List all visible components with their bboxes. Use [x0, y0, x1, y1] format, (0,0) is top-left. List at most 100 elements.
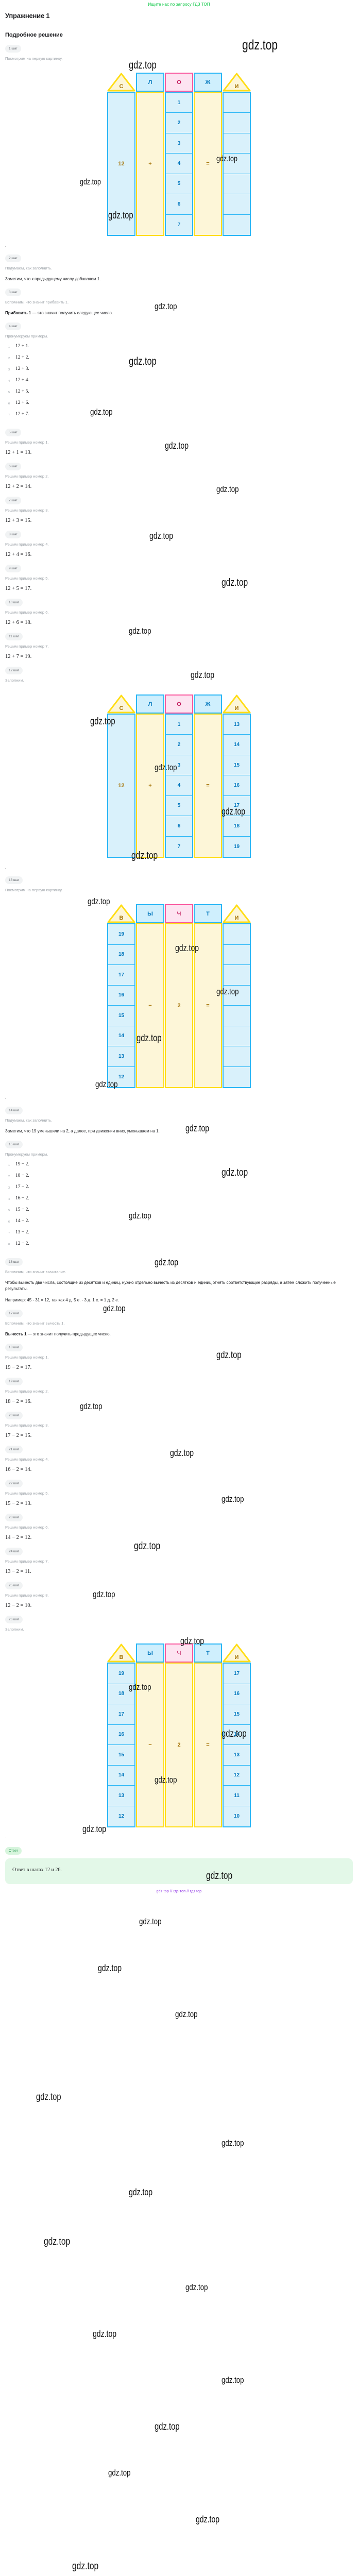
step-equation: 12 + 4 = 16.	[5, 552, 32, 557]
letter-box: О	[165, 694, 193, 714]
step-text: Пронумеруем примеры.	[5, 1152, 48, 1157]
tower-cell	[224, 133, 250, 154]
house-column: Ж=	[194, 73, 222, 236]
list-item: 13 − 2.	[8, 1230, 29, 1237]
step-text: Решим пример номер 1.	[5, 1355, 49, 1360]
step-equation: 12 + 6 = 18.	[5, 620, 32, 625]
step-text: Решим пример номер 2.	[5, 474, 49, 479]
tower-cell: 12	[118, 1074, 125, 1080]
tower-cell: 2	[166, 735, 192, 755]
tower-cell	[224, 986, 250, 1006]
equals-tower: =	[194, 92, 222, 236]
step-text: Посмотрим на первую картинку.	[5, 888, 63, 892]
step-text: Пронумеруем примеры.	[5, 334, 48, 338]
watermark: gdz.top	[185, 2282, 208, 2292]
step-badge: 11 шаг	[5, 633, 23, 640]
equals: =	[206, 1742, 210, 1748]
equals: =	[206, 1003, 210, 1009]
operator-tower: −	[136, 1663, 164, 1827]
house-column: Т=	[194, 904, 222, 1088]
step-equation: 16 − 2 = 14.	[5, 1467, 32, 1472]
step-badge: 20 шаг	[5, 1412, 23, 1419]
equals-tower: =	[194, 714, 222, 858]
step-equation: 13 − 2 = 11.	[5, 1569, 31, 1574]
letter-box: Л	[136, 73, 164, 92]
roof-triangle: И	[223, 1643, 251, 1663]
list-item: 12 + 2.	[8, 355, 29, 362]
roof-triangle: И	[223, 73, 251, 92]
letter-box: Ч	[165, 904, 193, 923]
list-item: 18 − 2.	[8, 1173, 29, 1180]
house-column: Ы−	[136, 904, 164, 1088]
dot-separator: .	[5, 1835, 7, 1839]
tower-cell: 7	[177, 222, 181, 228]
tower-cell	[224, 1006, 250, 1026]
letter-box: Ч	[165, 1643, 193, 1663]
tower-cell: 1	[166, 715, 192, 735]
step-text: Решим пример номер 7.	[5, 1559, 49, 1564]
roof-triangle: С	[107, 694, 135, 714]
roof-triangle: И	[223, 694, 251, 714]
step-body-example: Например: 45 - 31 = 12, так как 4 д. 5 е…	[5, 1298, 119, 1302]
list-item: 16 − 2.	[8, 1196, 29, 1203]
tower-cell: 17	[224, 1664, 250, 1684]
house-column: И	[223, 904, 251, 1088]
step-badge: 26 шаг	[5, 1616, 23, 1623]
tower-cell: 16	[224, 775, 250, 796]
step-body: Заметим, что к предыдущему числу добавля…	[5, 277, 101, 281]
tower-cell: 12	[118, 1813, 125, 1819]
step-body: Вычесть 1 — это значит получить предыдущ…	[5, 1331, 353, 1337]
page-root: Ищите нас по запросу ГДЗ ТОП Упражнение …	[0, 0, 358, 1901]
step-text: Посмотрим на первую картинку.	[5, 56, 63, 61]
tower-cell: 16	[108, 986, 134, 1006]
step-badge: 8 шаг	[5, 531, 21, 538]
step-text: Решим пример номер 3.	[5, 1423, 49, 1428]
left-value: 12	[118, 161, 125, 167]
tower-cell: 16	[224, 1684, 250, 1704]
step-text: Решим пример номер 4.	[5, 1457, 49, 1462]
roof-triangle: С	[107, 73, 135, 92]
tower-cell	[224, 154, 250, 174]
step-body-bold: Прибавить 1	[5, 311, 31, 315]
equals-tower: =	[194, 923, 222, 1088]
step-text: Решим пример номер 1.	[5, 440, 49, 445]
step-equation: 12 + 7 = 19.	[5, 654, 32, 659]
step-badge: 18 шаг	[5, 1344, 23, 1351]
house-column: С 12	[107, 73, 135, 236]
tower-cell	[224, 1067, 250, 1087]
house-column: Л+	[136, 694, 164, 858]
list-item: 17 − 2.	[8, 1184, 29, 1192]
step-equation: 17 − 2 = 15.	[5, 1433, 32, 1438]
tower-cell	[224, 215, 250, 235]
step-badge: 23 шаг	[5, 1514, 23, 1521]
tower-cell: 11	[224, 1786, 250, 1806]
step-badge: 5 шаг	[5, 429, 21, 436]
tower-cell: 17	[108, 1704, 134, 1725]
tower-cell: 14	[224, 1725, 250, 1745]
step-text: Решим пример номер 6.	[5, 1525, 49, 1530]
watermark: gdz.top	[98, 1963, 122, 1973]
tower-cell: 17	[108, 965, 134, 986]
subtrahend-tower: 2	[165, 1663, 193, 1827]
tower-cell: 18	[108, 945, 134, 965]
tower-cell	[224, 113, 250, 133]
list-item: 12 + 4.	[8, 378, 29, 385]
watermark: gdz.top	[155, 1257, 179, 1267]
minuend-tower: 12	[107, 714, 135, 858]
tower-cell: 5	[166, 174, 192, 195]
equals: =	[206, 161, 210, 167]
watermark: gdz.top	[221, 2375, 244, 2385]
dot-separator: .	[5, 865, 7, 870]
list-item: 12 + 3.	[8, 366, 29, 374]
letter-box: Ы	[136, 904, 164, 923]
house-column: Т=	[194, 1643, 222, 1827]
step-badge: 12 шаг	[5, 667, 23, 674]
tower-cell: 4	[166, 775, 192, 796]
